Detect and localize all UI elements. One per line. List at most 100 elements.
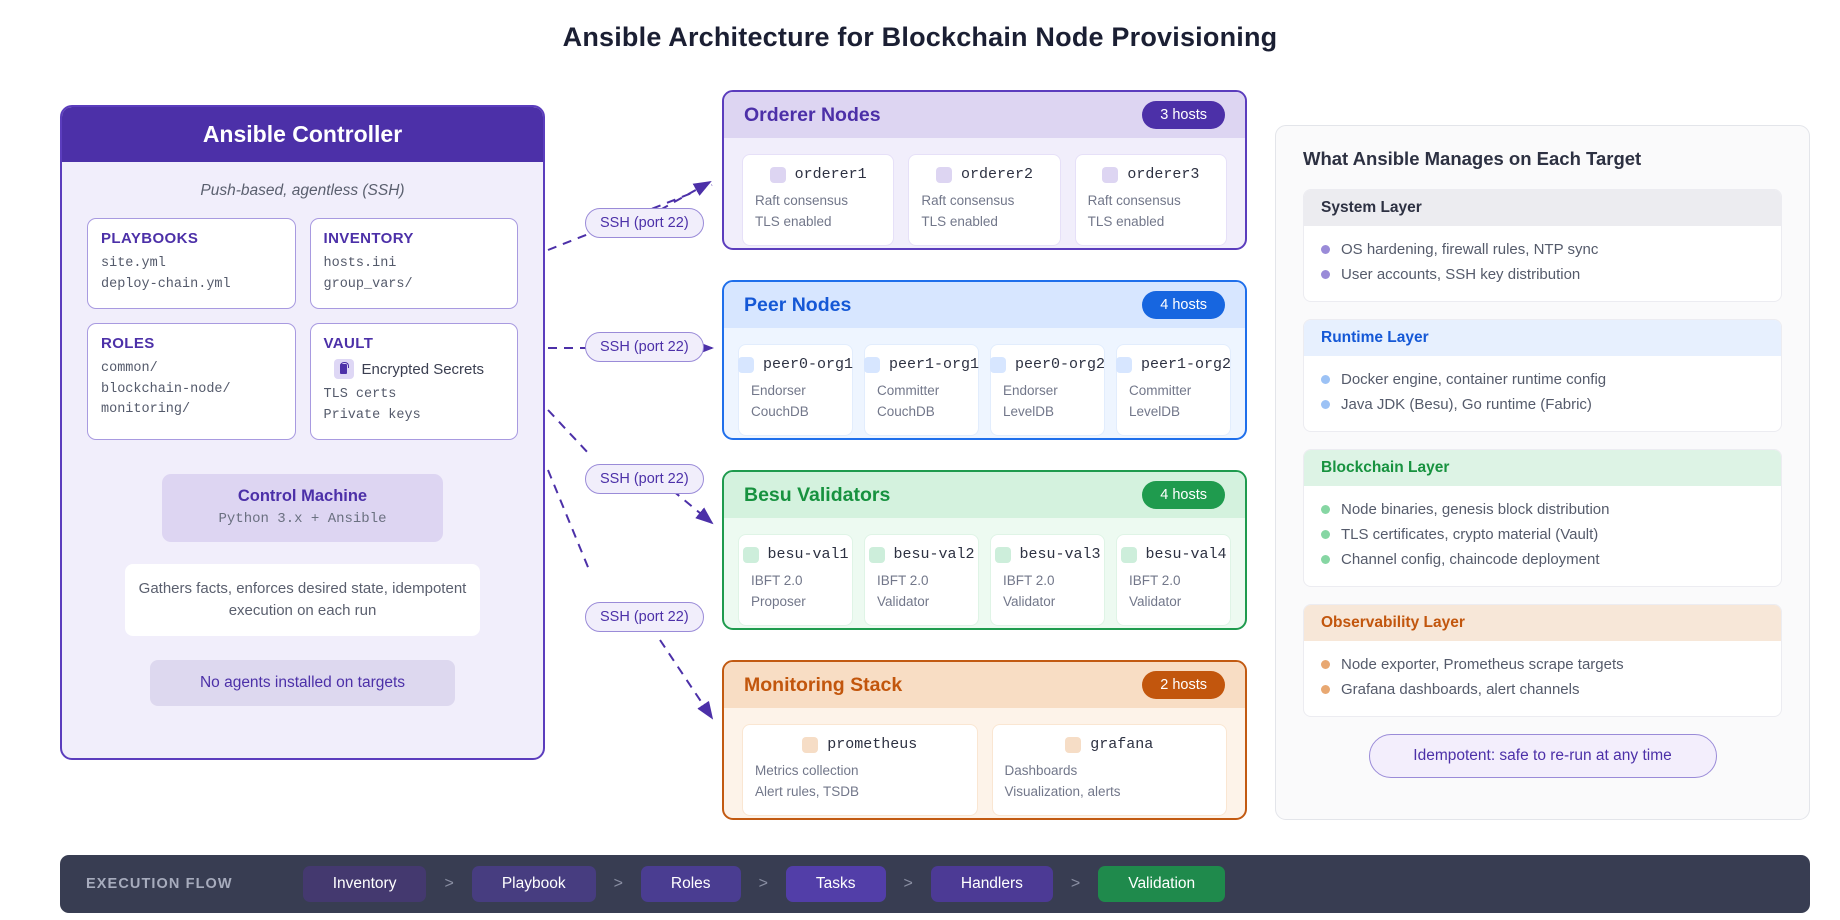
node-detail-2: Validator [877, 593, 930, 609]
node-detail-2: Validator [1003, 593, 1056, 609]
node-status-icon [1120, 546, 1137, 563]
bullet-icon [1321, 375, 1330, 384]
node-status-icon [802, 736, 819, 753]
node-card[interactable]: besu-val1 IBFT 2.0 Proposer [738, 534, 853, 627]
node-card[interactable]: peer0-org2 Endorser LevelDB [990, 344, 1105, 437]
layer-system-items: OS hardening, firewall rules, NTP sync U… [1304, 226, 1781, 301]
exec-arrow-icon: > [613, 875, 623, 892]
exec-step-tasks[interactable]: Tasks [785, 866, 886, 902]
group-monitoring-badge: 2 hosts [1142, 671, 1225, 699]
layer-blockchain-items: Node binaries, genesis block distributio… [1304, 486, 1781, 586]
layer-item-text: Java JDK (Besu), Go runtime (Fabric) [1341, 396, 1592, 413]
lock-icon [333, 359, 354, 380]
layer-observability: Observability Layer Node exporter, Prome… [1303, 604, 1782, 717]
playbooks-line-1: site.yml [101, 256, 166, 271]
node-detail-2: Proposer [751, 593, 806, 609]
node-card[interactable]: peer1-org2 Committer LevelDB [1116, 344, 1232, 437]
layer-item-text: OS hardening, firewall rules, NTP sync [1341, 241, 1599, 258]
node-status-icon [769, 166, 786, 183]
controller-note: Gathers facts, enforces desired state, i… [125, 564, 480, 636]
roles-line-3: monitoring/ [101, 402, 191, 418]
node-detail-2: CouchDB [751, 403, 809, 419]
bullet-icon [1321, 685, 1330, 694]
layer-blockchain: Blockchain Layer Node binaries, genesis … [1303, 449, 1782, 587]
node-status-icon [1116, 356, 1132, 373]
node-name: orderer2 [960, 166, 1033, 183]
exec-step-inventory[interactable]: Inventory [302, 866, 427, 902]
layer-system: System Layer OS hardening, firewall rule… [1303, 189, 1782, 302]
node-detail-1: Dashboards [1004, 763, 1078, 778]
group-monitoring-stack: Monitoring Stack 2 hosts prometheus Metr… [722, 660, 1247, 820]
node-head: besu-val2 [868, 546, 975, 563]
node-detail-1: Endorser [1003, 383, 1058, 398]
group-besu-title: Besu Validators [744, 483, 891, 506]
no-agents-pill: No agents installed on targets [150, 659, 455, 706]
layer-item: Docker engine, container runtime config [1321, 367, 1764, 392]
node-name: besu-val3 [1019, 546, 1101, 563]
node-card[interactable]: besu-val3 IBFT 2.0 Validator [990, 534, 1105, 627]
layer-system-header: System Layer [1304, 190, 1781, 226]
playbooks-line-2: deploy-chain.yml [101, 276, 231, 292]
group-peer-nodes: Peer Nodes 4 hosts peer0-org1 Endorser C… [722, 280, 1247, 440]
node-card[interactable]: besu-val4 IBFT 2.0 Validator [1116, 534, 1231, 627]
inventory-card[interactable]: INVENTORY hosts.ini group_vars/ [309, 218, 518, 310]
ansible-controller-panel: Ansible Controller Push-based, agentless… [60, 105, 545, 760]
control-machine-box: Control Machine Python 3.x + Ansible [162, 474, 443, 543]
node-detail-1: Raft consensus [1087, 193, 1181, 208]
bullet-icon [1321, 400, 1330, 409]
vault-card-heading: VAULT [323, 335, 374, 353]
node-card[interactable]: orderer1 Raft consensus TLS enabled [742, 154, 895, 247]
layer-item-text: Node binaries, genesis block distributio… [1341, 501, 1610, 518]
node-card[interactable]: peer0-org1 Endorser CouchDB [738, 344, 853, 437]
vault-encrypted-secrets-label: Encrypted Secrets [361, 360, 485, 378]
node-detail-2: TLS enabled [1087, 213, 1165, 229]
group-besu-body: besu-val1 IBFT 2.0 Proposer besu-val2 IB… [724, 518, 1245, 628]
group-orderer-body: orderer1 Raft consensus TLS enabled orde… [724, 138, 1245, 248]
inventory-card-heading: INVENTORY [323, 230, 414, 247]
node-card[interactable]: orderer3 Raft consensus TLS enabled [1074, 154, 1227, 247]
exec-step-handlers[interactable]: Handlers [930, 866, 1053, 902]
node-status-icon [1102, 166, 1119, 183]
node-card[interactable]: besu-val2 IBFT 2.0 Validator [864, 534, 979, 627]
node-head: orderer1 [755, 166, 881, 183]
bullet-icon [1321, 245, 1330, 254]
node-card[interactable]: peer1-org1 Committer CouchDB [864, 344, 979, 437]
manages-panel-title: What Ansible Manages on Each Target [1303, 148, 1642, 169]
node-head: peer0-org1 [738, 356, 853, 373]
layer-item: Node binaries, genesis block distributio… [1321, 497, 1764, 522]
node-name: peer1-org2 [1141, 356, 1232, 373]
exec-step-playbook[interactable]: Playbook [471, 866, 596, 902]
vault-card[interactable]: VAULT Encrypted Secrets TLS certs Privat… [309, 323, 518, 441]
exec-step-roles[interactable]: Roles [640, 866, 741, 902]
node-card[interactable]: prometheus Metrics collection Alert rule… [742, 724, 978, 817]
node-detail-2: CouchDB [877, 403, 935, 419]
layer-item-text: Grafana dashboards, alert channels [1341, 681, 1580, 698]
node-name: peer0-org2 [1015, 356, 1106, 373]
layer-item-text: Docker engine, container runtime config [1341, 371, 1607, 388]
node-card[interactable]: grafana Dashboards Visualization, alerts [991, 724, 1227, 817]
node-head: orderer3 [1088, 166, 1214, 183]
node-detail-2: Visualization, alerts [1004, 783, 1121, 799]
layer-item: User accounts, SSH key distribution [1321, 262, 1764, 287]
group-peer-body: peer0-org1 Endorser CouchDB peer1-org1 C… [724, 328, 1245, 438]
node-name: grafana [1090, 736, 1154, 753]
layer-item: Java JDK (Besu), Go runtime (Fabric) [1321, 392, 1764, 417]
node-status-icon [742, 546, 759, 563]
node-card[interactable]: orderer2 Raft consensus TLS enabled [908, 154, 1061, 247]
node-detail-1: Endorser [751, 383, 806, 398]
vault-encrypted-secrets-row: Encrypted Secrets [333, 359, 505, 380]
layer-observability-header: Observability Layer [1304, 605, 1781, 641]
node-detail-2: TLS enabled [755, 213, 832, 229]
exec-step-validation[interactable]: Validation [1098, 866, 1226, 902]
layer-item: Node exporter, Prometheus scrape targets [1321, 652, 1764, 677]
group-orderer-header: Orderer Nodes 3 hosts [724, 92, 1245, 138]
control-machine-title: Control Machine [237, 487, 368, 506]
playbooks-card[interactable]: PLAYBOOKS site.yml deploy-chain.yml [87, 218, 296, 310]
inventory-line-1: hosts.ini [323, 256, 397, 271]
group-peer-badge: 4 hosts [1142, 291, 1225, 319]
layer-runtime: Runtime Layer Docker engine, container r… [1303, 319, 1782, 432]
node-head: besu-val1 [742, 546, 849, 563]
execution-flow-bar: EXECUTION FLOW Inventory > Playbook > Ro… [60, 855, 1810, 913]
node-head: peer0-org2 [990, 356, 1105, 373]
roles-card[interactable]: ROLES common/ blockchain-node/ monitorin… [87, 323, 296, 441]
